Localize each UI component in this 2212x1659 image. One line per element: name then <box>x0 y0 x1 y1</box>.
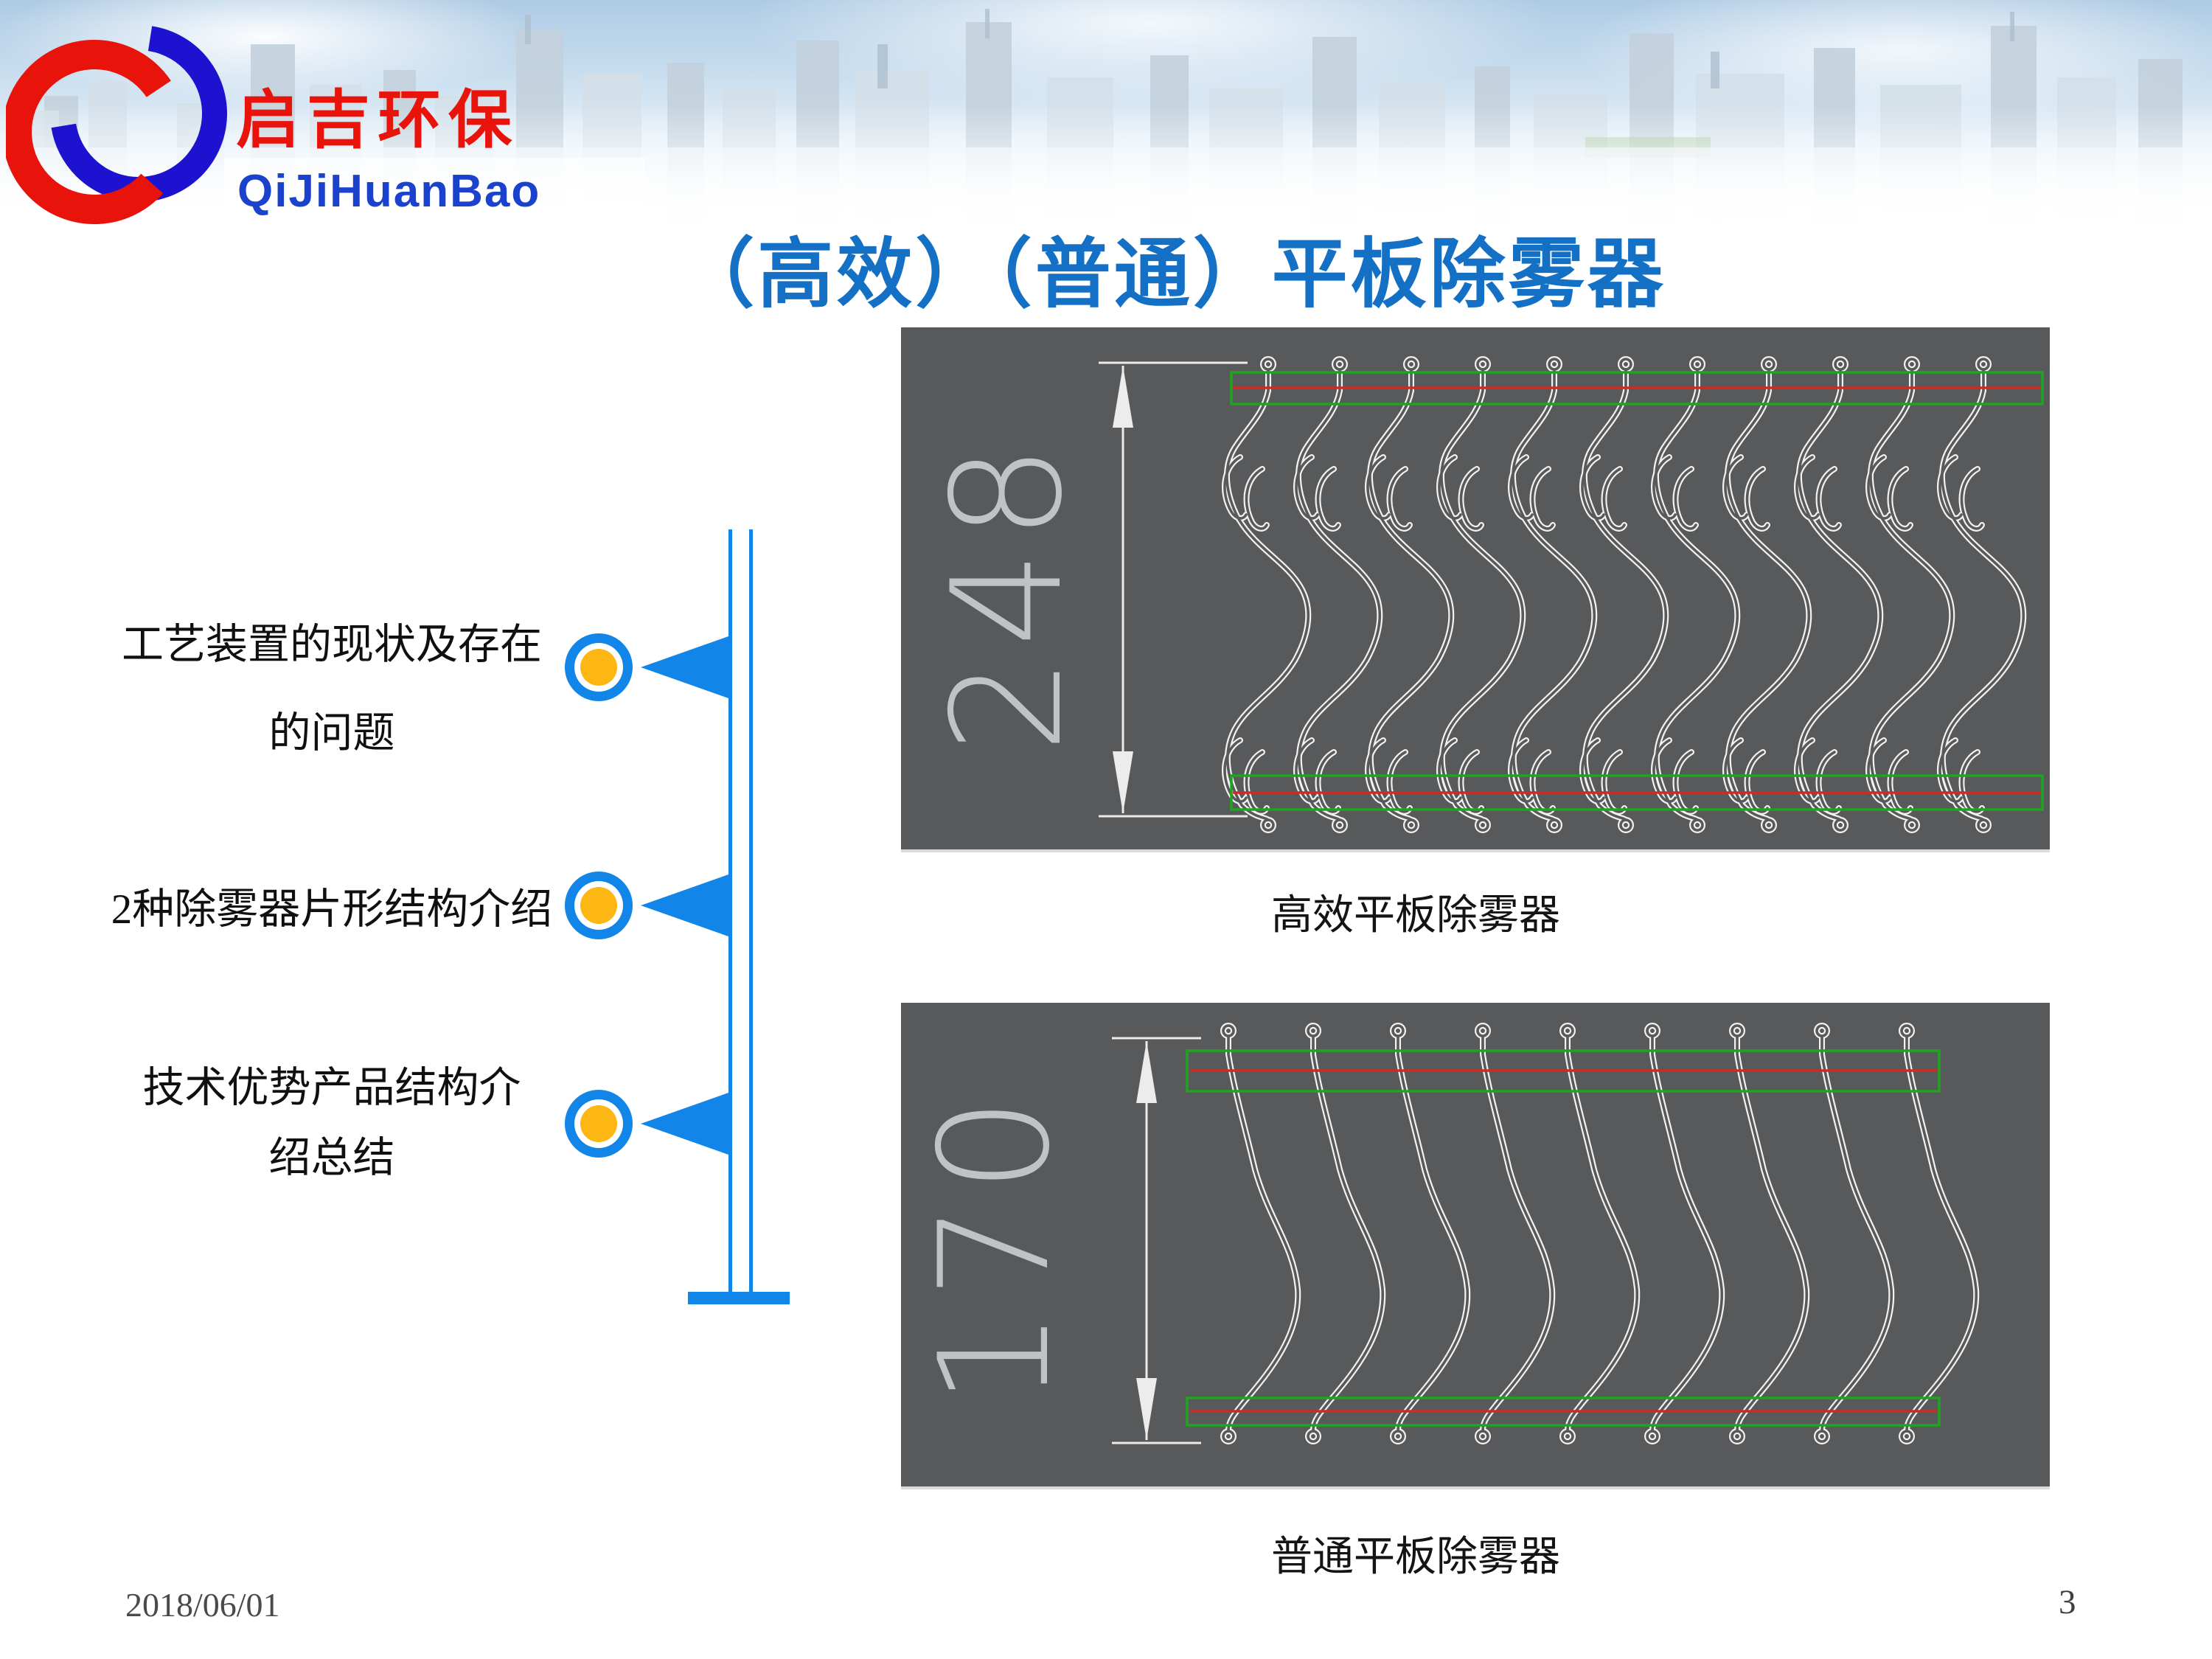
logo-text-band <box>224 158 644 232</box>
normal-eliminator-drawing <box>901 1003 2050 1486</box>
company-name-cn: 启吉环保 <box>236 85 519 156</box>
hi-eff-cad-graphic <box>1099 327 2044 849</box>
marker-ring <box>574 1099 623 1148</box>
dimension-170: 170 <box>908 1086 1083 1406</box>
bullet-target-icon <box>565 633 633 701</box>
slide-title: （高效）（普通）平板除雾器 <box>678 233 1666 317</box>
dimension-248: 248 <box>920 434 1096 754</box>
pointer-triangle-icon <box>641 874 728 936</box>
page-number: 3 <box>2059 1583 2076 1621</box>
agenda-item-2: 2种除雾器片形结构介绍 <box>74 885 590 935</box>
normal-cad-graphic <box>1112 1003 2050 1486</box>
hi-eff-caption: 高效平板除雾器 <box>1271 893 1560 939</box>
company-logo: 启吉环保 QiJiHuanBao <box>2 10 669 246</box>
agenda-item-3-line1: 技术优势产品结构介 <box>142 1065 521 1111</box>
normal-caption: 普通平板除雾器 <box>1271 1534 1560 1580</box>
city-skyline-banner <box>0 0 2212 230</box>
marker-ring <box>574 643 623 692</box>
bullet-target-icon <box>565 872 633 939</box>
logo-mark-icon <box>2 25 227 224</box>
pointer-triangle-icon <box>641 636 728 698</box>
agenda-item-3-line2: 绍总结 <box>268 1135 395 1182</box>
marker-core <box>580 887 617 924</box>
marker-core <box>580 1105 617 1142</box>
marker-ring <box>574 881 623 930</box>
pointer-triangle-icon <box>641 1093 728 1155</box>
agenda-item-1-line1: 工艺装置的现状及存在 <box>122 622 542 668</box>
bullet-target-icon <box>565 1090 633 1158</box>
agenda-item-1-line2: 的问题 <box>268 709 395 757</box>
timeline-line-right <box>749 529 753 1293</box>
agenda-item-3: 技术优势产品结构介 绍总结 <box>74 1053 590 1193</box>
slide-date: 2018/06/01 <box>125 1586 280 1624</box>
agenda-item-1: 工艺装置的现状及存在 的问题 <box>74 601 590 777</box>
agenda-item-2-line1: 2种除雾器片形结构介绍 <box>111 886 553 933</box>
company-name-en: QiJiHuanBao <box>237 166 541 217</box>
timeline-line-left <box>728 529 732 1293</box>
marker-core <box>580 649 617 686</box>
hi-eff-eliminator-drawing <box>901 327 2050 849</box>
timeline-base-bar <box>688 1292 790 1304</box>
